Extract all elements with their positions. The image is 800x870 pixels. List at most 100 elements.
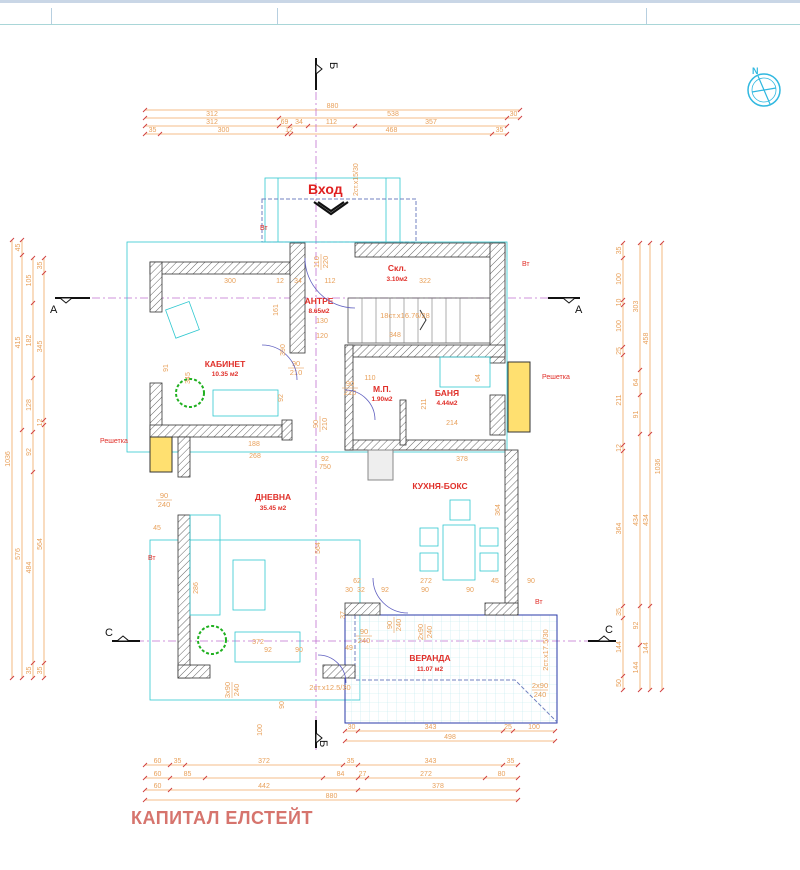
dimension-value: 35 — [616, 608, 623, 616]
dimension-tick — [19, 427, 25, 433]
dimension-value: 442 — [258, 783, 270, 790]
dimension-value: 84 — [337, 771, 345, 778]
dimension-value: 50 — [616, 679, 623, 687]
dimension-tick — [552, 738, 558, 744]
section-label: С — [605, 624, 613, 636]
dimension-tick — [620, 687, 626, 693]
dimension-tick — [637, 642, 643, 648]
dimension-value: 12 — [285, 127, 293, 134]
dimension-value: 60 — [154, 771, 162, 778]
dimension-value: 45 — [15, 244, 22, 252]
dimension-tick — [340, 762, 346, 768]
inner-dimension-value: 91 — [163, 364, 170, 372]
dimension-tick — [620, 603, 626, 609]
dimension-tick — [659, 240, 665, 246]
inner-dimension-value: 211 — [421, 398, 428, 409]
section-marker-c-right: С — [588, 624, 616, 642]
dimension-tick — [515, 762, 521, 768]
dimension-value: 35 — [149, 127, 157, 134]
door-width: 110 — [312, 256, 321, 268]
dimension-value: 211 — [616, 394, 623, 405]
dimension-tick — [19, 237, 25, 243]
annotations: Вт Вт Вт Вт Решетка Решетка 2ст.x12.5/30… — [100, 225, 570, 692]
dimension-value: 35 — [507, 758, 515, 765]
dimension-value: 92 — [633, 622, 640, 630]
dimension-tick — [182, 762, 188, 768]
dimension-tick — [142, 107, 148, 113]
dimension-value: 80 — [498, 771, 506, 778]
dimension-tick — [510, 728, 516, 734]
inner-dimension-value: 322 — [419, 278, 431, 285]
room-name: КАБИНЕТ — [205, 359, 246, 369]
dimension-tick — [320, 775, 326, 781]
site-outline — [126, 241, 508, 453]
room-area: 3.10м2 — [386, 276, 407, 283]
dimension-tick — [41, 422, 47, 428]
room-area: 4.44м2 — [436, 400, 457, 407]
dimension-value: 345 — [37, 341, 44, 353]
dimension-value: 85 — [184, 771, 192, 778]
dimension-tick — [504, 115, 510, 121]
dimension-tick — [517, 107, 523, 113]
room-area: 10.35 м2 — [212, 371, 239, 378]
dimension-value: 434 — [643, 514, 650, 526]
inner-dimension-value: 345 — [185, 372, 192, 384]
dimension-value: 60 — [154, 758, 162, 765]
stair-label: 18ст.x16.76/28 — [380, 311, 430, 320]
room-kabinet: КАБИНЕТ 10.35 м2 — [205, 359, 246, 378]
dimension-tick — [288, 131, 294, 137]
dimension-tick — [355, 728, 361, 734]
dimension-tick — [637, 367, 643, 373]
dimension-tick — [276, 115, 282, 121]
dimension-value: 312 — [206, 111, 218, 118]
dimension-tick — [202, 775, 208, 781]
dimension-value: 880 — [327, 103, 339, 110]
inner-dimension-value: 90 — [295, 647, 303, 654]
dimension-tick — [515, 775, 521, 781]
dimension-tick — [552, 728, 558, 734]
inner-dimension-value: 272 — [420, 578, 432, 585]
dimension-tick — [30, 300, 36, 306]
inner-dimension-value: 92 — [321, 456, 329, 463]
door-width: 90 — [292, 359, 300, 368]
inner-dimension-value: 364 — [495, 504, 502, 516]
door-height: 240 — [394, 619, 403, 632]
section-label: Б — [327, 62, 339, 69]
dimension-value: 100 — [616, 273, 623, 285]
dimension-tick — [41, 417, 47, 423]
door-width: 90 — [311, 420, 320, 428]
door-swing — [317, 654, 347, 684]
dimension-tick — [355, 762, 361, 768]
dimension-tick — [142, 123, 148, 129]
dimension-value: 91 — [633, 411, 640, 419]
dimension-tick — [41, 255, 47, 261]
dimension-tick — [167, 787, 173, 793]
door-swing — [344, 389, 376, 421]
viewer-top-bar — [0, 0, 800, 25]
dimension-value: 60 — [154, 783, 162, 790]
door-width: 90 — [385, 621, 394, 629]
dimension-value: 312 — [206, 119, 218, 126]
door-width: 2x90 — [416, 624, 425, 640]
dimension-tick — [352, 123, 358, 129]
door-width: 2x90 — [532, 681, 548, 690]
inner-dimension-value: 30 — [345, 587, 353, 594]
dimension-value: 343 — [425, 758, 437, 765]
room-name: ВЕРАНДА — [409, 653, 450, 663]
dimension-tick — [355, 787, 361, 793]
door-width: 90 — [160, 491, 168, 500]
inner-dimension-value: 90 — [421, 587, 429, 594]
dimension-tick — [504, 131, 510, 137]
dimension-tick — [620, 297, 626, 303]
inner-dimension-value: 112 — [324, 278, 335, 285]
dimension-value: 300 — [218, 127, 230, 134]
dimension-tick — [620, 615, 626, 621]
dimension-value: 35 — [26, 667, 33, 675]
veranda-steps-label: 2ст.x12.5/30 — [309, 683, 350, 692]
